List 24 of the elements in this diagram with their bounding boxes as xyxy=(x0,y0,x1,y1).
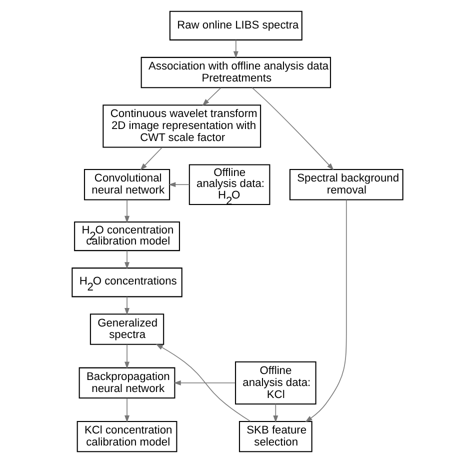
arrow xyxy=(304,199,346,422)
node-box: Generalized spectra xyxy=(89,314,164,345)
arrow xyxy=(173,380,236,386)
arrow xyxy=(124,250,130,270)
node-box: Association with offline analysis data Pretreatments xyxy=(140,56,331,88)
node-box: Offline analysis data: KCl xyxy=(234,361,316,404)
arrow xyxy=(124,296,130,316)
arrow xyxy=(202,87,221,106)
node-box: Raw online LIBS spectra xyxy=(168,10,302,40)
node-box: Backpropagation neural network xyxy=(78,367,175,399)
node-box: SKB feature selection xyxy=(238,420,312,452)
arrow xyxy=(155,344,250,422)
arrow xyxy=(124,199,130,224)
arrow xyxy=(272,404,278,423)
node-box: KCl concentration calibration model xyxy=(76,420,177,452)
node-box: Continuous wavelet transform 2D image representation with CWT scale factor xyxy=(102,104,261,148)
arrow xyxy=(124,344,130,369)
arrow xyxy=(124,398,130,423)
arrow xyxy=(251,87,334,170)
arrow xyxy=(168,182,190,188)
arrow xyxy=(140,147,162,170)
node-box: Spectral background removal xyxy=(288,168,403,200)
node-box: Convolutional neural network xyxy=(83,168,170,200)
arrow xyxy=(232,40,238,58)
